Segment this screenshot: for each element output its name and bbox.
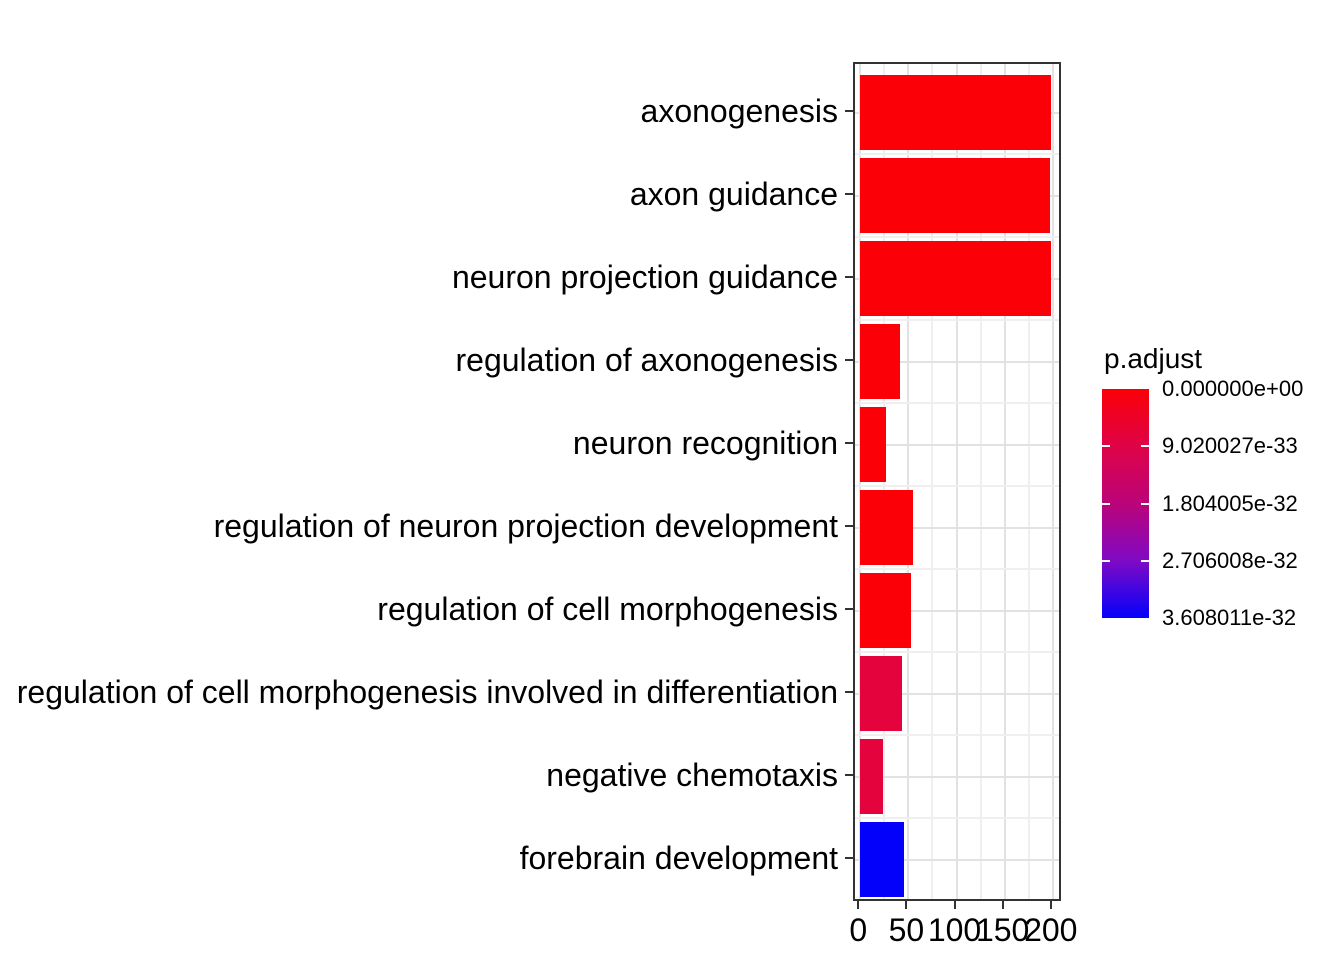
- gridline-horizontal-major: [855, 692, 1059, 695]
- legend-tick-right: [1141, 559, 1149, 562]
- gridline-horizontal-minor: [855, 153, 1059, 155]
- x-tick-label: 50: [888, 912, 925, 948]
- category-label: regulation of axonogenesis: [455, 341, 839, 378]
- category-label: forebrain development: [519, 839, 838, 876]
- gridline-vertical-minor: [979, 64, 982, 899]
- gridline-vertical-minor: [931, 64, 934, 899]
- x-axis-tick: [1049, 901, 1052, 909]
- gridline-horizontal-major: [855, 360, 1059, 363]
- legend-tick-right: [1141, 445, 1149, 448]
- gridline-horizontal-major: [855, 609, 1059, 612]
- gridline-horizontal-minor: [855, 319, 1059, 321]
- gridline-vertical-major: [1003, 64, 1006, 899]
- bar: [860, 821, 904, 898]
- category-label: negative chemotaxis: [546, 756, 838, 793]
- gridline-vertical-major: [1051, 64, 1054, 899]
- legend-tick-label: 9.020027e-33: [1162, 433, 1298, 459]
- gridline-horizontal-major: [855, 858, 1059, 861]
- y-axis-tick: [845, 441, 853, 444]
- legend-colorbar: [1102, 389, 1149, 618]
- x-axis-tick: [905, 901, 908, 909]
- legend-tick-label: 3.608011e-32: [1162, 605, 1297, 630]
- category-label: neuron projection guidance: [451, 258, 838, 295]
- y-axis-tick: [845, 524, 853, 527]
- gridline-horizontal-minor: [855, 734, 1059, 736]
- category-label: regulation of cell morphogenesis: [377, 590, 838, 627]
- gridline-horizontal-major: [855, 775, 1059, 778]
- bar: [860, 572, 912, 649]
- bar: [860, 74, 1051, 151]
- category-label: regulation of cell morphogenesis involve…: [16, 673, 838, 710]
- bar: [860, 655, 902, 732]
- bar: [860, 323, 900, 400]
- gridline-horizontal-major: [855, 443, 1059, 446]
- bar: [860, 738, 884, 815]
- category-label: regulation of neuron projection developm…: [213, 507, 838, 544]
- plot-panel: [853, 62, 1061, 901]
- legend-tick-label: 1.804005e-32: [1162, 490, 1298, 516]
- category-label: neuron recognition: [572, 424, 838, 461]
- gridline-horizontal-minor: [855, 402, 1059, 404]
- x-axis-tick: [1001, 901, 1004, 909]
- gridline-vertical-minor: [1027, 64, 1030, 899]
- y-axis-tick: [845, 109, 853, 112]
- legend-tick-left: [1102, 559, 1110, 562]
- y-axis-tick: [845, 856, 853, 859]
- y-axis-tick: [845, 690, 853, 693]
- bar: [860, 406, 887, 483]
- legend-title: p.adjust: [1104, 343, 1203, 374]
- legend-tick-left: [1102, 445, 1110, 448]
- y-axis-tick: [845, 773, 853, 776]
- gridline-horizontal-major: [855, 526, 1059, 529]
- bar: [860, 489, 914, 566]
- x-tick-label: 0: [849, 912, 868, 948]
- x-axis-tick: [857, 901, 860, 909]
- gridline-horizontal-minor: [855, 485, 1059, 487]
- y-axis-tick: [845, 358, 853, 361]
- legend-tick-label: 2.706008e-32: [1162, 547, 1298, 573]
- y-axis-tick: [845, 607, 853, 610]
- category-label: axon guidance: [629, 175, 838, 212]
- legend-tick-left: [1102, 502, 1110, 505]
- legend-tick-label: 0.000000e+00: [1162, 376, 1304, 401]
- gridline-horizontal-minor: [855, 568, 1059, 570]
- gridline-vertical-major: [907, 64, 910, 899]
- x-tick-label: 100: [927, 912, 982, 948]
- bar: [860, 240, 1051, 317]
- gridline-horizontal-minor: [855, 236, 1059, 238]
- x-tick-label: 150: [975, 912, 1030, 948]
- gridline-vertical-major: [955, 64, 958, 899]
- category-label: axonogenesis: [640, 92, 838, 129]
- y-axis-tick: [845, 192, 853, 195]
- x-axis-tick: [953, 901, 956, 909]
- gridline-horizontal-minor: [855, 651, 1059, 653]
- y-axis-tick: [845, 275, 853, 278]
- bar: [860, 157, 1050, 234]
- x-tick-label: 200: [1024, 912, 1078, 948]
- gridline-horizontal-minor: [855, 817, 1059, 819]
- legend-tick-right: [1141, 502, 1149, 505]
